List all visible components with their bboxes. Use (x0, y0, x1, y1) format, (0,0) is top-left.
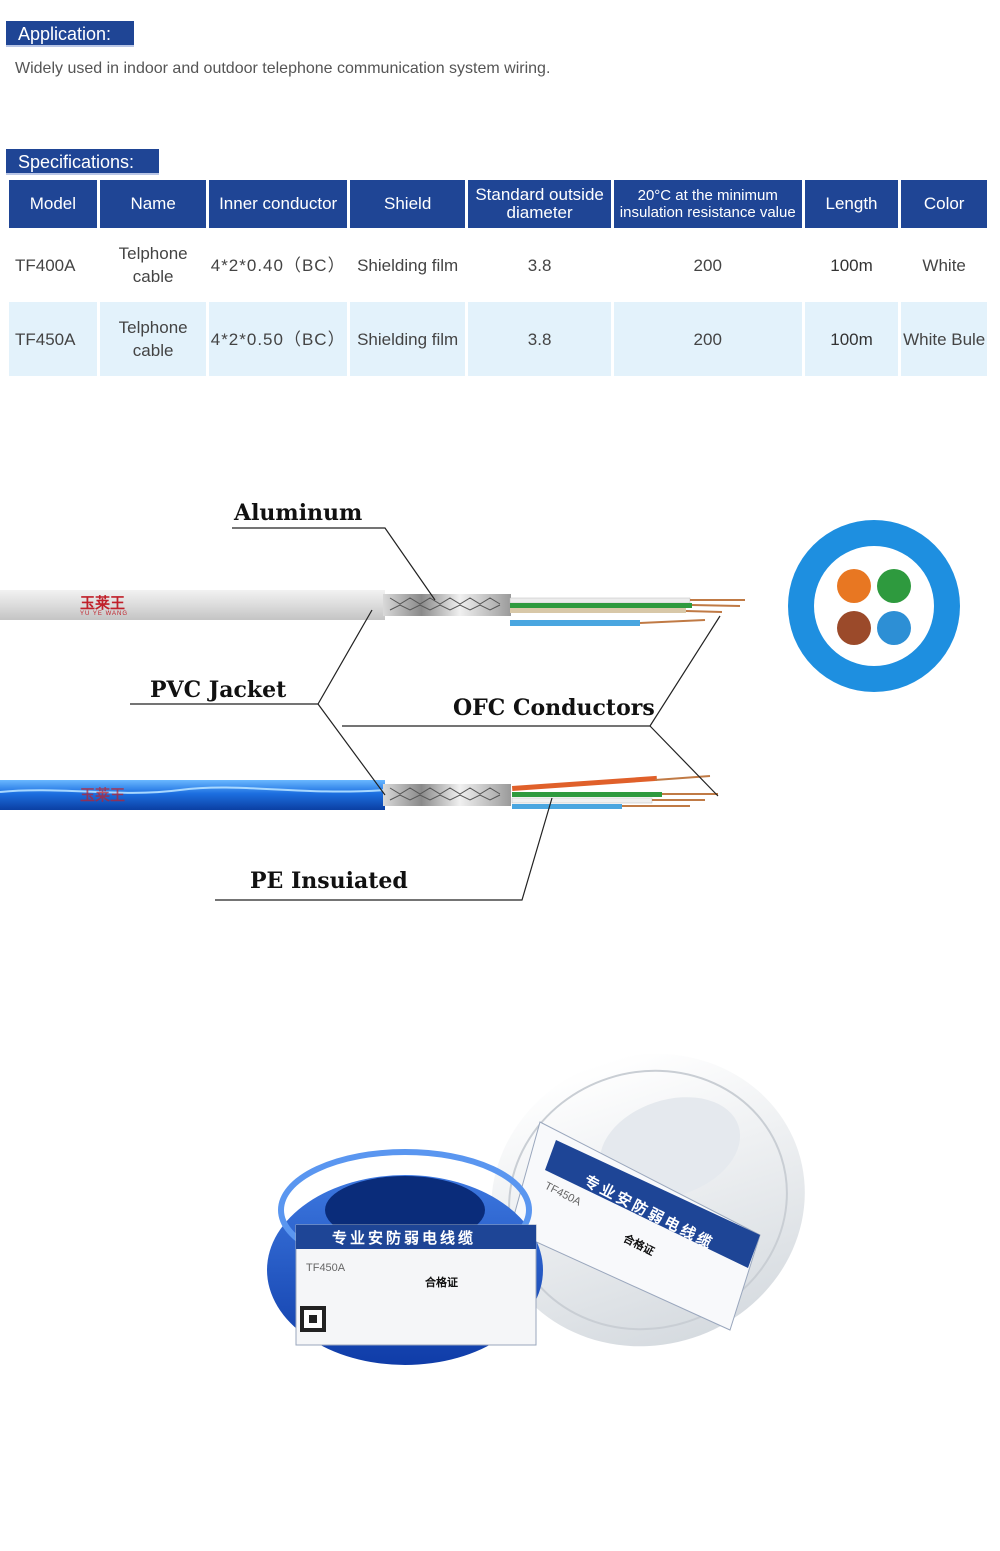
table-row: TF450A Telphone cable 4*2*0.50（BC） Shiel… (9, 302, 987, 376)
cell-diameter: 3.8 (468, 302, 611, 376)
white-copper-2 (691, 604, 741, 607)
cell-model: TF450A (9, 302, 97, 376)
blue-cable-foil-texture (389, 787, 501, 801)
cell-resistance: 200 (613, 228, 802, 302)
white-coil-label-band (545, 1140, 760, 1268)
cell-name: Telphone cable (99, 302, 207, 376)
ofc-conductors-label: OFC Conductors (453, 695, 655, 721)
pvc-leader-line-2 (317, 703, 386, 796)
white-cable-foil (383, 594, 511, 616)
table-header-row: Model Name Inner conductor Shield Standa… (9, 180, 987, 228)
cross-section-wire-green (877, 569, 911, 603)
cell-conductor: 4*2*0.40（BC） (209, 228, 347, 302)
blue-coil-label-band (296, 1225, 536, 1249)
ofc-leader-line-2 (649, 725, 719, 797)
white-wire-green (510, 603, 692, 608)
white-cable-foil-texture (389, 597, 501, 611)
cell-color: White Bule (901, 302, 987, 376)
cell-resistance: 200 (613, 302, 802, 376)
blue-wire-green (512, 792, 662, 797)
blue-wire-white (511, 797, 653, 804)
white-cable-brand: 玉莱王 (80, 594, 126, 612)
cross-section-inner (814, 546, 934, 666)
aluminum-label: Aluminum (234, 500, 363, 526)
blue-coil-model: TF450A (306, 1262, 346, 1274)
cross-section-wire-brown (837, 611, 871, 645)
product-coils-image: 专业安防弱电线缆 TF450A 合格证 专业安防弱电线缆 TF450A 合格证 (0, 1030, 1000, 1390)
cell-shield: Shielding film (349, 302, 466, 376)
col-shield: Shield (349, 180, 466, 228)
application-text: Widely used in indoor and outdoor teleph… (15, 60, 551, 77)
cell-name: Telphone cable (99, 228, 207, 302)
blue-cable-highlight (0, 786, 386, 794)
white-copper-3 (685, 610, 723, 613)
cell-conductor: 4*2*0.50（BC） (209, 302, 347, 376)
specifications-table: Model Name Inner conductor Shield Standa… (6, 180, 990, 376)
aluminum-leader-line (232, 527, 436, 601)
cell-length: 100m (804, 228, 899, 302)
blue-cable-brand: 玉莱王 (80, 786, 126, 804)
white-wire-white (509, 597, 691, 604)
cell-diameter: 3.8 (468, 228, 611, 302)
col-name: Name (99, 180, 207, 228)
col-color: Color (901, 180, 987, 228)
col-diameter: Standard outside diameter (468, 180, 611, 228)
cross-section-wire-orange (837, 569, 871, 603)
col-length: Length (804, 180, 899, 228)
cell-shield: Shielding film (349, 228, 466, 302)
col-inner-conductor: Inner conductor (209, 180, 347, 228)
table-row: TF400A Telphone cable 4*2*0.40（BC） Shiel… (9, 228, 987, 302)
pe-insulated-label: PE Insuiated (250, 868, 408, 894)
cable-structure-diagram: Aluminum PVC Jacket OFC Conductors PE In… (0, 440, 1000, 920)
cell-model: TF400A (9, 228, 97, 302)
cable-diagram-graphic (0, 520, 960, 901)
application-heading: Application: (6, 21, 134, 47)
white-cable-jacket (0, 590, 385, 620)
product-coils-graphic (267, 1053, 805, 1365)
specifications-heading: Specifications: (6, 149, 159, 175)
blue-copper-1 (654, 775, 711, 781)
col-model: Model (9, 180, 97, 228)
blue-wire-blue (512, 804, 622, 809)
blue-cable-jacket (0, 780, 385, 810)
blue-coil-qr-dot (309, 1315, 317, 1323)
white-wire-blue (510, 620, 640, 626)
white-copper-4 (639, 619, 706, 624)
cross-section-wire-blue (877, 611, 911, 645)
cell-length: 100m (804, 302, 899, 376)
pvc-jacket-label: PVC Jacket (150, 677, 287, 703)
blue-wire-orange (512, 775, 657, 791)
cell-color: White (901, 228, 987, 302)
blue-coil-label-title: 专业安防弱电线缆 (332, 1229, 477, 1247)
white-cable-brand-sub: YU YE WANG (80, 611, 129, 617)
pe-leader-line (215, 797, 553, 901)
white-wire-orange (510, 608, 686, 613)
blue-cable-foil (383, 784, 511, 806)
blue-coil-cert: 合格证 (425, 1277, 458, 1289)
col-resistance: 20°C at the minimum insulation resistanc… (613, 180, 802, 228)
